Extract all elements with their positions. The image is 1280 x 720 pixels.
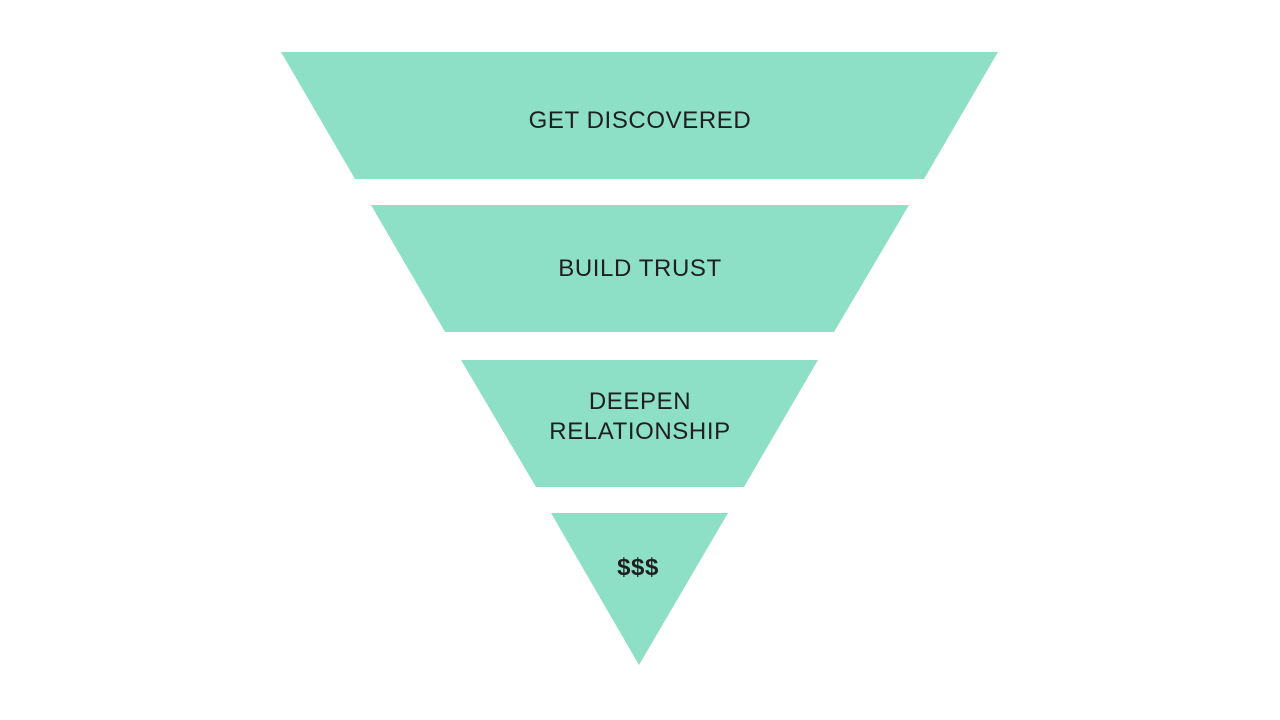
funnel-stage-3-shape [461,360,818,487]
funnel-stage-1-label: GET DISCOVERED [528,107,752,134]
funnel-stage-3-label: DEEPEN RELATIONSHIP [549,388,731,445]
funnel-stage-4-label: $$$ [617,554,659,581]
funnel-stage-2-shape [371,205,909,332]
funnel-stage-2-label: BUILD TRUST [558,255,722,282]
funnel-stage-4-shape [551,513,728,665]
funnel-stage-1-shape [281,52,998,179]
